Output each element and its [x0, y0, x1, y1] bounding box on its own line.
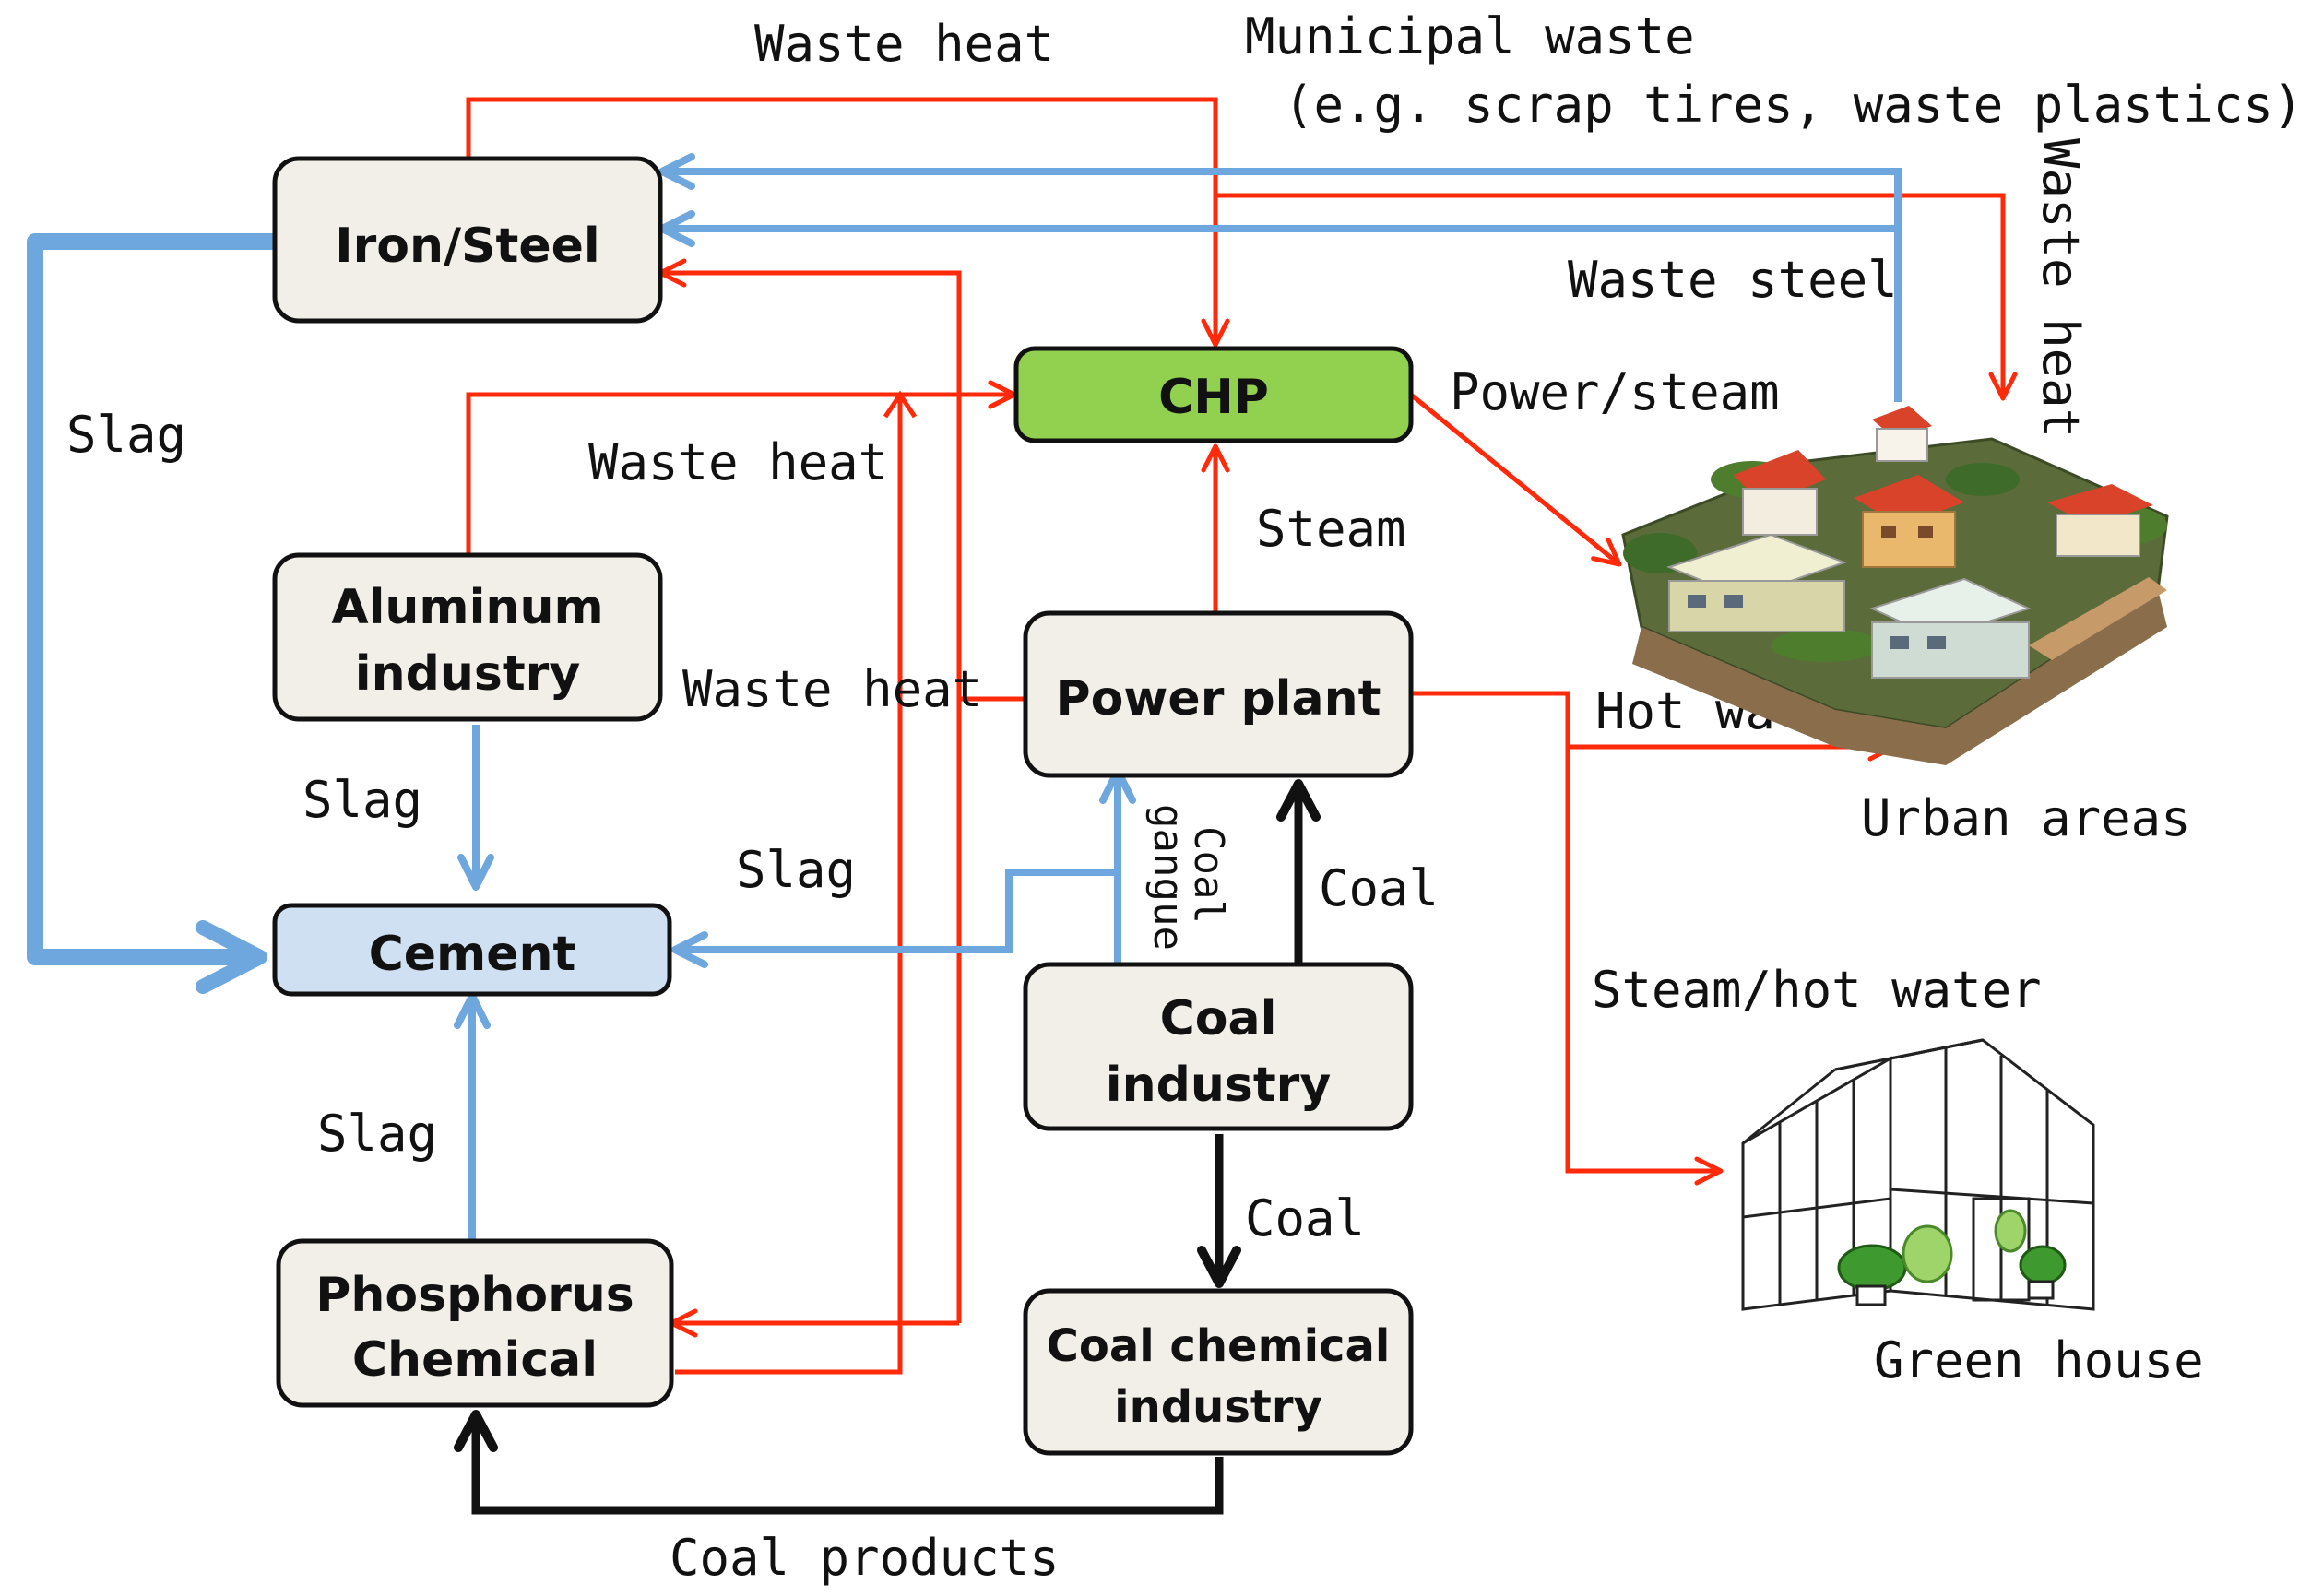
waste-steel-flow-1	[658, 153, 1902, 402]
chp-label: CHP	[1158, 370, 1269, 425]
phosphorus-box[interactable]	[276, 1238, 674, 1408]
phosphorus-label-1: Phosphorus	[315, 1268, 634, 1323]
greenhouse-icon	[1741, 1038, 2095, 1311]
phosphorus-label-2: Chemical	[352, 1332, 598, 1388]
coal-industry-box[interactable]	[1023, 962, 1414, 1131]
power-steam-to-urban	[1409, 393, 1622, 567]
label-green-house: Green house	[1874, 1331, 2204, 1389]
coal-products-flow	[454, 1410, 1224, 1515]
hot-water-line	[1411, 691, 1724, 1186]
nodes	[272, 156, 1414, 1456]
label-slag-coal: Slag	[736, 841, 856, 899]
power-plant-box[interactable]	[1023, 610, 1414, 778]
waste-heat-phos-to-iron	[658, 258, 962, 1323]
coal-chemical-box[interactable]	[1023, 1288, 1414, 1456]
label-slag-aluminum: Slag	[302, 771, 422, 829]
label-waste-heat-right: Waste heat	[2032, 138, 2090, 438]
label-waste-heat-top: Waste heat	[754, 15, 1054, 73]
waste-heat-to-urban	[1215, 193, 2018, 401]
waste-heat-iron-to-chp	[466, 97, 1230, 348]
houses-icon	[1621, 406, 2169, 765]
waste-heat-aluminum-to-chp	[466, 380, 1017, 555]
coal-chemical-label-1: Coal chemical	[1047, 1320, 1391, 1372]
coal-industry-label-1: Coal	[1160, 991, 1277, 1046]
chp-box[interactable]	[1013, 346, 1414, 443]
edge-labels: Waste heat Municipal waste (e.g. scrap t…	[66, 7, 2303, 1587]
label-coal-down: Coal	[1245, 1189, 1365, 1247]
iron-steel-box[interactable]	[272, 156, 663, 324]
node-labels: Iron/Steel CHP Aluminum industry Power p…	[315, 219, 1390, 1433]
label-waste-heat-mid: Waste heat	[588, 433, 888, 491]
label-slag-phos: Slag	[317, 1105, 437, 1163]
iron-steel-label: Iron/Steel	[335, 219, 599, 274]
label-steam: Steam	[1256, 500, 1406, 558]
label-waste-heat-power: Waste heat	[682, 660, 982, 718]
aluminum-label-2: industry	[355, 646, 580, 702]
power-plant-label: Power plant	[1056, 671, 1381, 727]
material-flows	[27, 153, 1902, 1241]
slag-iron-to-cement	[27, 233, 275, 994]
aluminum-label-1: Aluminum	[331, 580, 603, 635]
coal-industry-label-2: industry	[1106, 1058, 1331, 1113]
label-coal-gangue-2: gangue	[1144, 804, 1191, 951]
coal-chemical-label-2: industry	[1114, 1381, 1322, 1433]
label-municipal-2: (e.g. scrap tires, waste plastics)	[1284, 76, 2303, 134]
label-steam-hot-water: Steam/hot water	[1592, 961, 2042, 1019]
label-municipal-1: Municipal waste	[1245, 7, 1695, 65]
label-power-steam: Power/steam	[1450, 363, 1780, 421]
cement-box[interactable]	[272, 903, 672, 997]
label-coal-gangue-1: Coal	[1185, 826, 1232, 924]
label-urban-areas: Urban areas	[1861, 789, 2191, 847]
coal-flows	[454, 779, 1321, 1515]
label-coal-up: Coal	[1319, 859, 1439, 917]
label-slag-left: Slag	[66, 406, 186, 464]
aluminum-box[interactable]	[272, 552, 663, 722]
cement-label: Cement	[369, 927, 576, 982]
label-coal-products: Coal products	[670, 1529, 1060, 1587]
label-waste-steel: Waste steel	[1568, 251, 1898, 309]
